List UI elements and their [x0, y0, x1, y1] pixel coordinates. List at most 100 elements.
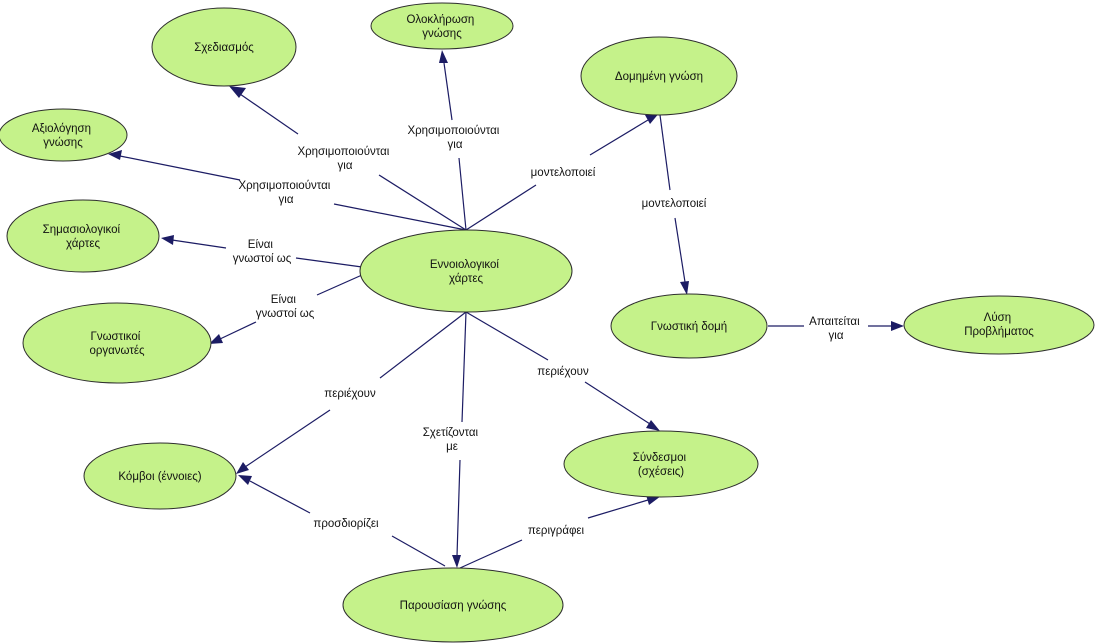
node-label: Σημασιολογικοί χάρτες — [43, 224, 124, 250]
node-label: Δομημένη γνώση — [615, 71, 703, 83]
edge-central-to-knowledge-completion: Χρησιμοποιούνται για — [407, 50, 502, 231]
edge-label-line: για — [448, 139, 463, 151]
edge-central-to-links-relations: περιέχουν — [465, 311, 660, 431]
arrowhead — [229, 86, 246, 98]
node-problem-solving[interactable]: Λύση Προβλήματος — [903, 295, 1095, 355]
edge-label-line: Χρησιμοποιούνται — [407, 125, 499, 137]
node-semantic-maps[interactable]: Σημασιολογικοί χάρτες — [6, 199, 160, 273]
node-label-line: (σχέσεις) — [638, 466, 684, 478]
node-label-line: οργανωτές — [89, 345, 145, 357]
node-cognitive-structure[interactable]: Γνωστική δομή — [610, 293, 768, 359]
edge-central-to-knowledge-assessment: Χρησιμοποιούνται για — [108, 150, 467, 231]
node-label: Λύση Προβλήματος — [964, 312, 1034, 338]
node-label: Γνωστικοί οργανωτές — [89, 331, 145, 357]
arrowhead — [236, 462, 249, 474]
node-label-line: Εννοιολογικοί — [430, 259, 500, 271]
node-knowledge-assessment[interactable]: Αξιολόγηση γνώσης — [0, 108, 128, 162]
edge-label-line: Απαιτείται — [809, 316, 860, 328]
edge-label-to-cognitive-organizers: Είναι γνωστοί ως — [256, 294, 315, 320]
node-label-line: Γνωστικοί — [90, 331, 140, 343]
edge-label-line: περιέχουν — [537, 366, 589, 378]
node-planning[interactable]: Σχεδιασμός — [151, 7, 297, 87]
arrowhead — [161, 235, 174, 245]
edge-central-to-cognitive-organizers: Είναι γνωστοί ως — [209, 274, 363, 344]
edge-label-presentation-to-links: περιγράφει — [528, 525, 585, 537]
arrowhead — [238, 475, 252, 485]
edge-label-to-links-relations: περιέχουν — [537, 366, 589, 378]
edge-label-line: γνωστοί ως — [233, 253, 292, 265]
node-label-line: Σύνδεσμοι — [633, 452, 687, 464]
edge-label-to-nodes-concepts: περιέχουν — [324, 388, 376, 400]
node-label: Σχεδιασμός — [194, 42, 254, 54]
edge-presentation-to-nodes-concepts: προσδιορίζει — [238, 475, 446, 567]
node-label-line: Λύση — [984, 312, 1011, 324]
edge-label-to-knowledge-presentation: Σχετίζονται με — [423, 427, 482, 453]
edge-label-presentation-to-nodes: προσδιορίζει — [313, 518, 379, 530]
node-label-line: χάρτες — [449, 273, 483, 285]
node-label-line: Αξιολόγηση — [32, 123, 91, 135]
node-label-line: Σχεδιασμός — [194, 42, 254, 54]
edge-label-line: Είναι — [271, 294, 297, 306]
node-knowledge-presentation[interactable]: Παρουσίαση γνώσης — [342, 567, 564, 643]
edge-label-to-knowledge-completion: Χρησιμοποιούνται για — [407, 125, 502, 151]
edge-label-line: περιέχουν — [324, 388, 376, 400]
arrowhead — [452, 555, 461, 568]
edge-label-line: για — [338, 160, 353, 172]
edge-label-to-semantic-maps: Είναι γνωστοί ως — [233, 239, 292, 265]
edge-structured-to-cognitive-structure: μοντελοποιεί — [642, 114, 707, 295]
node-label-line: Γνωστική δομή — [651, 321, 727, 333]
arrowhead — [646, 420, 660, 431]
edge-label-to-structured-knowledge: μοντελοποιεί — [531, 167, 596, 179]
edge-label-line: μοντελοποιεί — [531, 167, 596, 179]
arrowhead — [108, 150, 122, 160]
node-label: Κόμβοι (έννοιες) — [118, 471, 201, 483]
edge-label-line: Χρησιμοποιούνται — [297, 146, 389, 158]
edge-label-line: Είναι — [248, 239, 274, 251]
edges-layer: Χρησιμοποιούνται για Χρησιμοποιούνται γι… — [108, 50, 904, 569]
node-label: Ολοκλήρωση γνώσης — [406, 14, 477, 40]
edge-label-line: μοντελοποιεί — [642, 198, 707, 210]
node-label: Εννοιολογικοί χάρτες — [430, 259, 502, 285]
node-label: Σύνδεσμοι (σχέσεις) — [633, 452, 690, 478]
edge-central-to-planning: Χρησιμοποιούνται για — [229, 86, 467, 231]
node-concept-maps-central[interactable]: Εννοιολογικοί χάρτες — [359, 229, 573, 313]
node-label: Γνωστική δομή — [651, 321, 727, 333]
edge-cognitive-structure-to-problem-solving: Απαιτείται για — [768, 316, 904, 342]
edge-label-to-knowledge-assessment: Χρησιμοποιούνται για — [238, 180, 333, 206]
node-label-line: Παρουσίαση γνώσης — [400, 600, 507, 612]
node-label-line: χάρτες — [66, 238, 100, 250]
edge-presentation-to-links-relations: περιγράφει — [459, 495, 661, 569]
edge-label-cognitive-structure-to-problem-solving: Απαιτείται για — [809, 316, 863, 342]
node-structured-knowledge[interactable]: Δομημένη γνώση — [580, 36, 738, 116]
node-label-line: γνώσης — [422, 28, 462, 40]
edge-central-to-nodes-concepts: περιέχουν — [236, 311, 467, 474]
node-cognitive-organizers[interactable]: Γνωστικοί οργανωτές — [22, 302, 212, 384]
edge-label-line: Χρησιμοποιούνται — [238, 180, 330, 192]
arrowhead — [439, 50, 448, 63]
node-label-line: Δομημένη γνώση — [615, 71, 703, 83]
edge-label-line: Σχετίζονται — [423, 427, 479, 439]
node-label-line: Σημασιολογικοί — [43, 224, 121, 236]
edge-label-line: προσδιορίζει — [313, 518, 379, 530]
edge-label-line: για — [829, 330, 844, 342]
arrowhead — [680, 281, 689, 295]
node-links-relations[interactable]: Σύνδεσμοι (σχέσεις) — [563, 430, 759, 498]
node-label-line: Προβλήματος — [964, 326, 1034, 338]
node-label-line: Ολοκλήρωση — [406, 14, 474, 26]
node-label-line: Κόμβοι (έννοιες) — [118, 471, 201, 483]
edge-label-structured-to-cognitive-structure: μοντελοποιεί — [642, 198, 707, 210]
arrowhead — [646, 495, 661, 505]
node-knowledge-completion[interactable]: Ολοκλήρωση γνώσης — [370, 2, 514, 50]
edge-central-to-semantic-maps: Είναι γνωστοί ως — [161, 235, 363, 268]
edge-label-line: για — [279, 194, 294, 206]
arrowhead — [209, 334, 223, 344]
edge-central-to-knowledge-presentation: Σχετίζονται με — [423, 311, 482, 568]
arrowhead — [891, 321, 904, 331]
edge-label-line: με — [446, 441, 458, 453]
node-nodes-concepts[interactable]: Κόμβοι (έννοιες) — [83, 442, 237, 510]
edge-label-to-planning: Χρησιμοποιούνται για — [297, 146, 392, 172]
node-label-line: γνώσης — [43, 137, 83, 149]
